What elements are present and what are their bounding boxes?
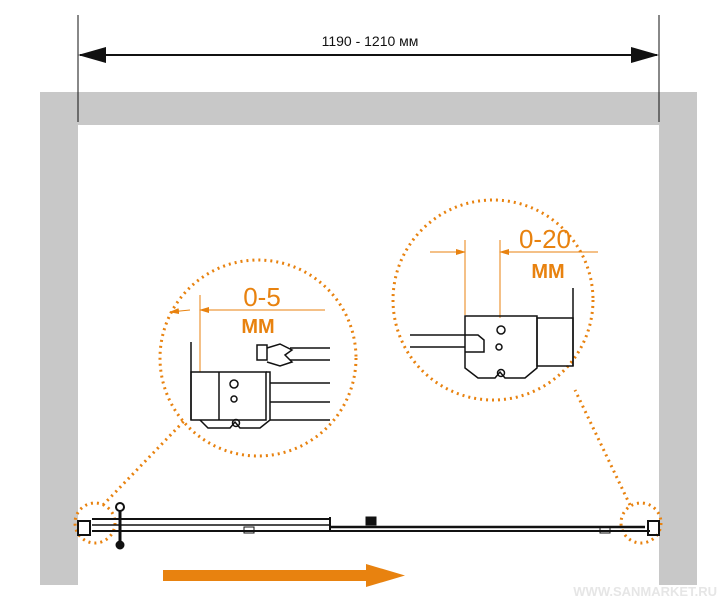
walls	[40, 92, 697, 585]
detail-right-range: 0-20	[519, 224, 571, 254]
detail-left-unit: ММ	[241, 316, 274, 338]
detail-right: 0-20 ММ	[410, 224, 598, 379]
arrow-right-icon	[163, 564, 405, 587]
detail-right-unit: ММ	[531, 261, 564, 283]
detail-left: 0-5 ММ	[169, 282, 330, 429]
wall-right	[659, 92, 697, 585]
width-dimension: 1190 - 1210 мм	[77, 15, 660, 122]
watermark: WWW.SANMARKET.RU	[573, 584, 717, 599]
wall-left	[40, 92, 78, 585]
detail-left-range: 0-5	[243, 282, 281, 312]
detail-connectors	[73, 198, 663, 545]
wall-top	[40, 92, 697, 125]
door-rail	[77, 502, 660, 550]
width-dimension-label: 1190 - 1210 мм	[322, 33, 419, 49]
